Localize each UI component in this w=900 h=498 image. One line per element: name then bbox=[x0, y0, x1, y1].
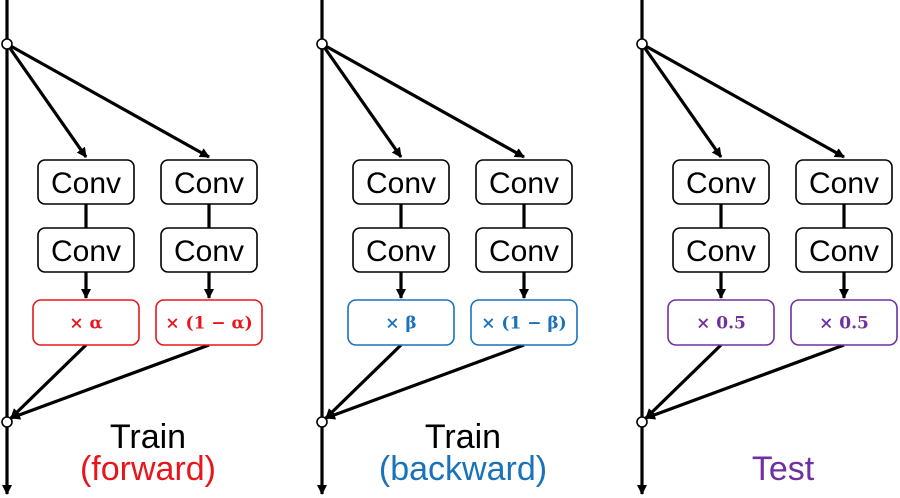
conv-box bbox=[352, 227, 450, 273]
conv-box bbox=[352, 159, 450, 205]
scale-label: × β bbox=[385, 314, 416, 334]
merge-node bbox=[636, 416, 648, 428]
merge-arrow bbox=[324, 343, 403, 420]
split-node bbox=[316, 38, 328, 50]
scale-label: × α bbox=[69, 314, 102, 334]
merge-arrow bbox=[325, 343, 525, 420]
scale-label: × 0.5 bbox=[696, 314, 746, 334]
split-node bbox=[636, 38, 648, 50]
conv-box bbox=[160, 227, 258, 273]
conv-label: Conv bbox=[809, 235, 879, 268]
conv-label: Conv bbox=[489, 235, 559, 268]
panel-label-line2: (backward) bbox=[379, 450, 547, 488]
panel-label-line2: (forward) bbox=[80, 450, 216, 488]
conv-label: Conv bbox=[174, 167, 244, 200]
panel-label-line2: Test bbox=[752, 450, 815, 488]
scale-label: × 0.5 bbox=[819, 314, 869, 334]
conv-box bbox=[795, 159, 893, 205]
split-arrow bbox=[640, 43, 723, 158]
merge-node bbox=[1, 416, 13, 428]
scale-box bbox=[667, 299, 775, 346]
split-arrow bbox=[5, 43, 88, 158]
conv-label: Conv bbox=[51, 235, 121, 268]
merge-arrow bbox=[9, 343, 88, 420]
conv-box bbox=[475, 159, 573, 205]
scale-box bbox=[790, 299, 898, 346]
split-arrow bbox=[641, 42, 845, 159]
conv-label: Conv bbox=[809, 167, 879, 200]
conv-box bbox=[672, 159, 770, 205]
conv-label: Conv bbox=[174, 235, 244, 268]
merge-arrow bbox=[10, 343, 210, 420]
conv-box bbox=[672, 227, 770, 273]
scale-box bbox=[32, 299, 140, 346]
conv-label: Conv bbox=[686, 167, 756, 200]
conv-box bbox=[475, 227, 573, 273]
conv-label: Conv bbox=[366, 167, 436, 200]
scale-box bbox=[470, 299, 578, 346]
merge-node bbox=[316, 416, 328, 428]
scale-label: × (1 − α) bbox=[165, 314, 252, 334]
scale-box bbox=[155, 299, 263, 346]
split-arrow bbox=[320, 43, 403, 158]
conv-label: Conv bbox=[686, 235, 756, 268]
conv-label: Conv bbox=[51, 167, 121, 200]
conv-label: Conv bbox=[366, 235, 436, 268]
split-arrow bbox=[6, 42, 210, 159]
conv-box bbox=[37, 159, 135, 205]
conv-box bbox=[160, 159, 258, 205]
conv-label: Conv bbox=[489, 167, 559, 200]
merge-arrow bbox=[645, 343, 845, 420]
split-arrow bbox=[321, 42, 525, 159]
merge-arrow bbox=[644, 343, 723, 420]
scale-label: × (1 − β) bbox=[481, 314, 566, 334]
panel-label-line1: Train bbox=[110, 418, 186, 456]
scale-box bbox=[347, 299, 455, 346]
panel-label-line1: Train bbox=[425, 418, 501, 456]
split-node bbox=[1, 38, 13, 50]
conv-box bbox=[795, 227, 893, 273]
conv-box bbox=[37, 227, 135, 273]
